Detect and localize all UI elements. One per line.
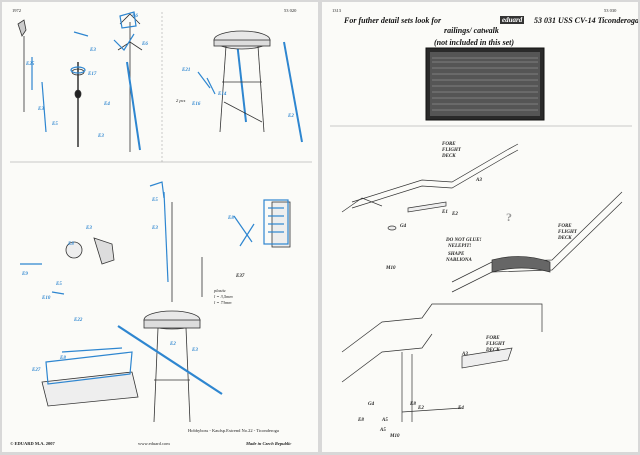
part-label: G4 — [368, 402, 375, 407]
warning-nelepit: NELEPIT! — [448, 244, 472, 249]
director-tower-top — [213, 30, 271, 133]
flight-deck-section-2 — [451, 191, 623, 293]
title-suffix: 53 031 USS CV-14 Ticonderoga — [534, 16, 638, 25]
part-label: E10 — [42, 296, 51, 301]
part-label: E6 — [142, 42, 148, 47]
eduard-logo: eduard — [500, 16, 525, 24]
part-label: E4 — [458, 406, 464, 411]
part-label: G4 — [400, 224, 407, 229]
pcs-note: 2 pcs — [176, 98, 186, 103]
flight-deck-section-1 — [341, 143, 519, 231]
right-assembly-diagram — [330, 47, 632, 422]
part-label: E16 — [192, 102, 201, 107]
warning-shape: SHAPE — [448, 252, 465, 257]
part-label: A5 — [380, 428, 386, 433]
plastic-dimension: l = 3,5mm — [214, 294, 233, 299]
part-label: A3 — [476, 178, 482, 183]
part-label: A5 — [382, 418, 388, 423]
part-label: E3 — [86, 226, 92, 231]
callout-fore-flight-deck: FORE FLIGHT DECK — [486, 336, 505, 353]
part-label: E27 — [32, 368, 41, 373]
lower-assembly — [41, 201, 291, 423]
plastic-dimension: l = 73mm — [214, 300, 232, 305]
part-label: M10 — [386, 266, 396, 271]
left-instruction-page: 1972 53 020 — [2, 2, 318, 452]
part-label: E8 — [410, 402, 416, 407]
part-label: E22 — [74, 318, 83, 323]
flight-deck-section-3 — [341, 303, 543, 422]
question-mark: ? — [506, 210, 512, 224]
part-label: E2 — [170, 342, 176, 347]
part-label: E37 — [236, 274, 245, 279]
right-instruction-page: 1313 53 030 For futher detail sets look … — [322, 2, 638, 452]
part-label: E2 — [418, 406, 424, 411]
part-label: A3 — [462, 352, 468, 357]
title-line2: railings/ catwalk — [444, 26, 499, 35]
part-label: E3 — [98, 134, 104, 139]
mast-assembly — [17, 13, 143, 152]
part-label: M10 — [390, 434, 400, 439]
warning-do-not-glue: DO NOT GLUE! — [446, 238, 482, 243]
part-label: E8 — [68, 242, 74, 247]
part-label: E5 — [52, 122, 58, 127]
title-line3: (not included in this set) — [434, 38, 515, 47]
part-label: E5 — [152, 198, 158, 203]
copyright-footer: © EDUARD M.A. 2007 — [10, 441, 55, 446]
part-label: E3 — [90, 48, 96, 53]
part-label: E17 — [88, 72, 97, 77]
callout-fore-flight-deck: FORE FLIGHT DECK — [442, 142, 461, 159]
left-page-header-right: 53 020 — [284, 8, 297, 13]
part-label: E25 — [26, 62, 35, 67]
part-label: E9 — [22, 272, 28, 277]
origin-footer: Made in Czech Republic — [246, 441, 292, 446]
part-label: E4 — [104, 102, 110, 107]
part-label: E8 — [60, 356, 66, 361]
warning-nabliona: NABLIONA — [446, 258, 472, 263]
reference-note: Hobbyboss - Kaufsp.Extrend No.22 - Ticon… — [188, 428, 279, 433]
right-page-header-right: 53 030 — [604, 8, 617, 13]
part-label: E8 — [228, 216, 234, 221]
photo-etch-parts-top — [31, 11, 303, 151]
right-page-header-left: 1313 — [332, 8, 341, 13]
part-label: E6 — [132, 14, 138, 19]
part-label: E5 — [56, 282, 62, 287]
callout-fore-flight-deck: FORE FLIGHT DECK — [558, 224, 577, 241]
part-label: E8 — [358, 418, 364, 423]
part-label: E2 — [288, 114, 294, 119]
part-label: E14 — [218, 92, 227, 97]
left-page-header-left: 1972 — [12, 8, 21, 13]
part-label: E21 — [182, 68, 191, 73]
title-prefix: For futher detail sets look for — [344, 16, 442, 25]
plastic-note: plastic — [214, 288, 226, 293]
part-label: E3 — [152, 226, 158, 231]
photo-etch-fret — [425, 47, 545, 121]
part-label: E3 — [38, 107, 44, 112]
website-footer: www.eduard.com — [138, 441, 170, 446]
photo-etch-parts-bottom — [20, 181, 289, 395]
part-label: E2 — [452, 212, 458, 217]
part-label: E1 — [442, 210, 448, 215]
left-assembly-diagram — [10, 11, 312, 423]
part-label: E3 — [192, 348, 198, 353]
